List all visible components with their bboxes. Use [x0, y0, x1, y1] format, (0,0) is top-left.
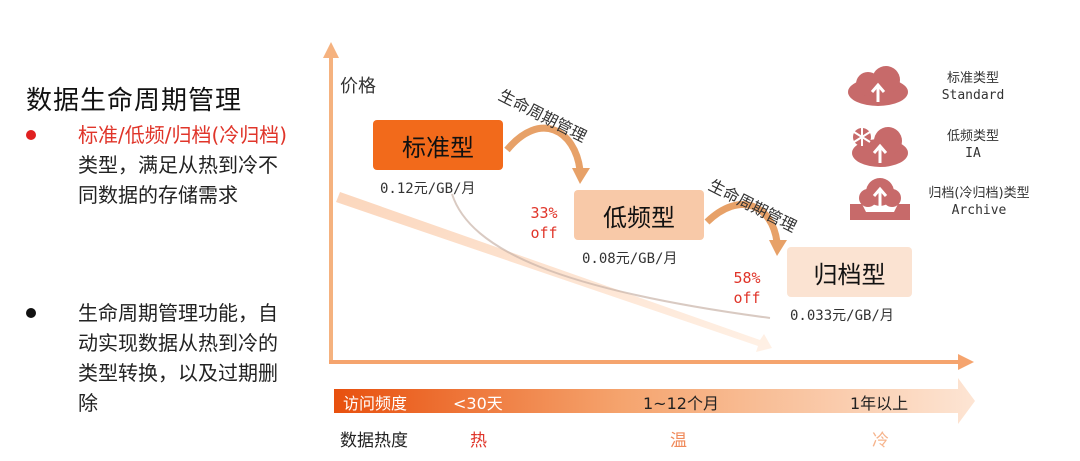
discount-percent: 58% — [733, 269, 761, 287]
discount-off: off — [733, 289, 761, 307]
legend-name: 低频类型 — [946, 129, 999, 144]
legend-sub: IA — [965, 146, 981, 161]
bullet-dot-red — [26, 130, 36, 140]
heat-level-cold: 冷 — [872, 431, 889, 451]
bullet-text: 生命周期管理功能，自动实现数据从热到冷的类型转换，以及过期删除 — [78, 301, 278, 415]
access-tick-hot: <30天 — [453, 394, 503, 413]
snowflake-cloud-icon — [852, 127, 908, 167]
archive-box-icon — [850, 178, 910, 220]
legend-sub: Archive — [951, 203, 1007, 218]
legend-archive: 归档(冷归档)类型 Archive — [918, 185, 1040, 219]
bullet-highlight: 标准/低频/归档(冷归档) — [78, 123, 288, 147]
legend-ia: 低频类型 IA — [918, 128, 1028, 162]
discount-ia: 33% off — [524, 203, 564, 243]
legend-standard: 标准类型 Standard — [918, 70, 1028, 104]
cloud-upload-icon — [848, 66, 908, 106]
price-ia: 0.08元/GB/月 — [582, 251, 678, 267]
access-tick-cold: 1年以上 — [850, 394, 909, 413]
discount-archive: 58% off — [727, 268, 767, 308]
tier-archive: 归档型 — [787, 247, 912, 297]
tier-ia: 低频型 — [574, 190, 704, 240]
access-frequency-bar — [334, 378, 975, 424]
access-frequency-label: 访问频度 — [343, 394, 408, 413]
x-axis — [329, 354, 974, 370]
legend-sub: Standard — [941, 88, 1005, 103]
discount-percent: 33% — [530, 204, 558, 222]
heat-level-warm: 温 — [670, 431, 687, 451]
lifecycle-arrow-2 — [704, 201, 787, 256]
legend-name: 标准类型 — [946, 71, 999, 86]
discount-off: off — [530, 224, 558, 242]
bullet-dot-black — [26, 308, 36, 318]
y-axis — [323, 42, 339, 362]
tier-standard: 标准型 — [373, 120, 503, 170]
price-standard: 0.12元/GB/月 — [380, 181, 476, 197]
price-archive: 0.033元/GB/月 — [790, 308, 894, 324]
access-tick-warm: 1~12个月 — [643, 394, 719, 413]
bullet-text: 类型，满足从热到冷不同数据的存储需求 — [78, 153, 278, 207]
page-title: 数据生命周期管理 — [26, 86, 243, 116]
legend-name: 归档(冷归档)类型 — [928, 186, 1030, 201]
heat-level-hot: 热 — [470, 431, 487, 451]
price-curve — [451, 193, 771, 319]
lifecycle-arrow-1 — [504, 124, 590, 184]
y-axis-label: 价格 — [340, 76, 376, 97]
heat-label: 数据热度 — [340, 431, 408, 451]
